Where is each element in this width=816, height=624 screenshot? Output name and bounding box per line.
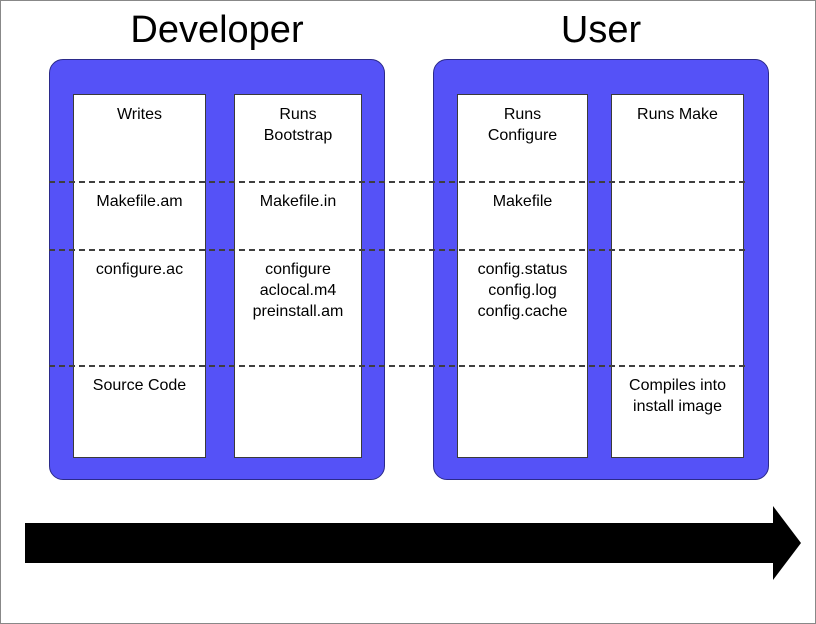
cell-writes-stage2: Makefile.am [96,193,183,210]
column-writes: Writes Makefile.am configure.ac Source C… [73,94,206,458]
stage-divider-1 [49,181,745,183]
cell-bootstrap-stage4 [235,366,361,459]
cell-make-stage1: Runs Make [637,106,718,123]
cell-configure-stage3: config.status config.log config.cache [477,261,568,320]
column-runs-configure: Runs Configure Makefile config.status co… [457,94,588,458]
cell-configure-stage1: Runs Configure [487,106,558,144]
column-runs-make: Runs Make Compiles into install image [611,94,744,458]
page-title-developer: Developer [130,9,304,51]
stage-divider-3 [49,365,745,367]
cell-make-stage4: Compiles into install image [629,377,726,415]
cell-writes-stage3: configure.ac [95,261,184,278]
cell-configure-stage4 [458,366,587,459]
cell-make-stage3 [612,250,743,366]
column-runs-bootstrap: Runs Bootstrap Makefile.in configure acl… [234,94,362,458]
cell-bootstrap-stage3: configure aclocal.m4 preinstall.am [252,261,344,320]
cell-configure-stage2: Makefile [492,193,553,210]
page-title-user: User [560,9,642,51]
cell-make-stage2 [612,182,743,250]
cell-writes-stage4: Source Code [92,377,187,394]
cell-bootstrap-stage2: Makefile.in [259,193,337,210]
stage-divider-2 [49,249,745,251]
time-flow-arrow-icon [25,506,801,580]
cell-bootstrap-stage1: Runs Bootstrap [263,106,333,144]
cell-writes-stage1: Writes [116,106,163,123]
